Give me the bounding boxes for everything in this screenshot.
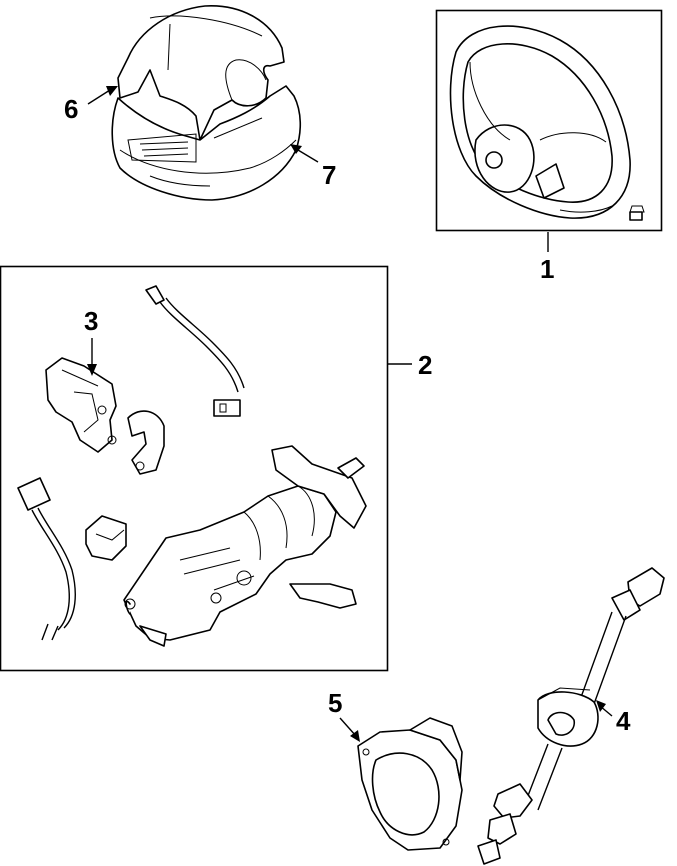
- clamp-bracket-icon: [127, 410, 165, 475]
- lower-column-cover-icon: [111, 85, 302, 201]
- column-covers-group: [111, 5, 302, 201]
- callout-7: 7: [322, 160, 336, 190]
- steering-wheel-icon: [449, 25, 645, 221]
- upper-column-cover-icon: [117, 5, 285, 141]
- callout-5: 5: [328, 688, 342, 718]
- switch-icon: [85, 515, 127, 561]
- callout-labels: 1 2 3 4 5 6 7: [64, 94, 631, 736]
- lock-housing-icon: [45, 357, 117, 453]
- intermediate-shaft-icon: [477, 567, 665, 865]
- steering-wheel-group: [435, 9, 663, 232]
- callout-6: 6: [64, 94, 78, 124]
- callout-1: 1: [540, 254, 554, 284]
- sensor-wire-icon: [145, 285, 245, 417]
- steering-wheel-box: [435, 9, 663, 232]
- leader-lines: [87, 86, 613, 742]
- callout-2: 2: [418, 350, 432, 380]
- bolt-icon: [629, 205, 645, 221]
- connector-lead-icon: [17, 477, 76, 641]
- boot-seal-icon: [357, 717, 463, 851]
- steering-column-body-icon: [123, 445, 367, 647]
- callout-3: 3: [84, 306, 98, 336]
- steering-column-assembly-group: [0, 265, 389, 672]
- callout-4: 4: [616, 706, 631, 736]
- steering-column-assembly-box: [0, 265, 389, 672]
